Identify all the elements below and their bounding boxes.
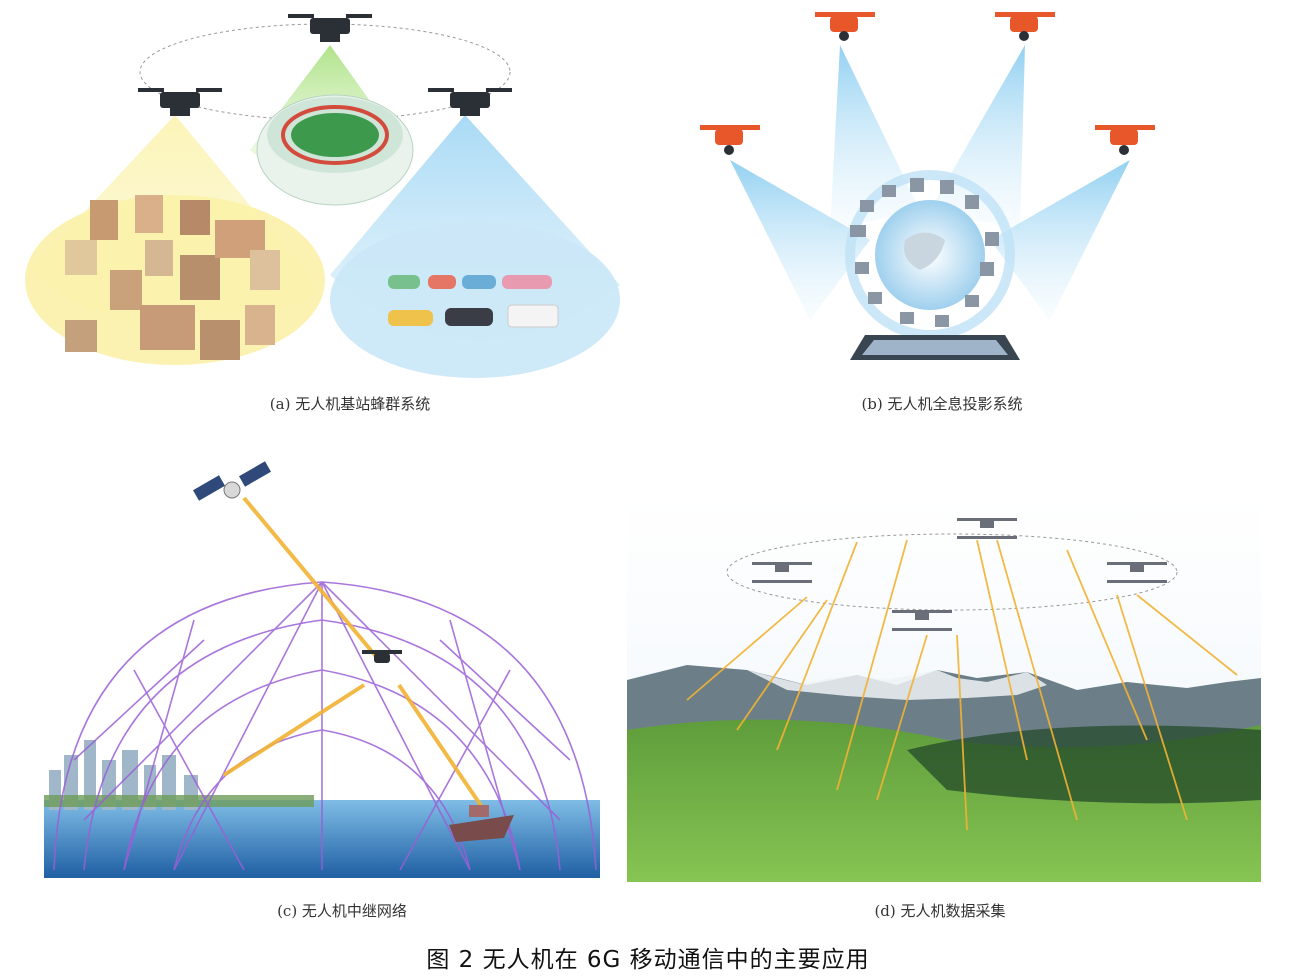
ship — [449, 805, 514, 842]
data-links — [686, 539, 1238, 831]
geodesic-dome — [53, 581, 597, 871]
panel-d-illustration — [627, 500, 1261, 882]
relay-links — [222, 496, 486, 812]
caption-a: (a) 无人机基站蜂群系统 — [269, 395, 431, 413]
stadium — [256, 94, 414, 206]
drone-orange-left — [700, 125, 760, 155]
panel-c-illustration — [44, 461, 600, 878]
panel-a-illustration — [25, 14, 620, 378]
drone-formation — [752, 518, 1167, 631]
caption-d: (d) 无人机数据采集 — [874, 902, 1006, 920]
hologram-globe — [845, 170, 1015, 340]
caption-b: (b) 无人机全息投影系统 — [861, 395, 1023, 413]
drone-orange-top-right — [995, 12, 1055, 41]
figure-caption: 图 2 无人机在 6G 移动通信中的主要应用 — [426, 947, 870, 973]
caption-c: (c) 无人机中继网络 — [277, 902, 407, 920]
drone-orange-right — [1095, 125, 1155, 155]
relay-drone — [362, 650, 402, 663]
drone-orange-top-left — [815, 12, 875, 41]
hologram-tiles — [850, 178, 999, 327]
vehicles — [388, 275, 559, 328]
satellite — [193, 461, 271, 501]
panel-c-relay-network — [44, 460, 600, 878]
panel-b-illustration — [700, 12, 1155, 360]
projector-tablet — [850, 335, 1020, 360]
panel-d-data-collection — [627, 500, 1261, 882]
panel-a-drone-swarm — [20, 0, 640, 390]
drone-center — [288, 14, 372, 42]
forest — [907, 725, 1261, 804]
drone-left — [138, 88, 222, 116]
city-buildings — [65, 195, 280, 360]
panel-b-hologram — [690, 0, 1180, 390]
drone-right — [428, 88, 512, 116]
